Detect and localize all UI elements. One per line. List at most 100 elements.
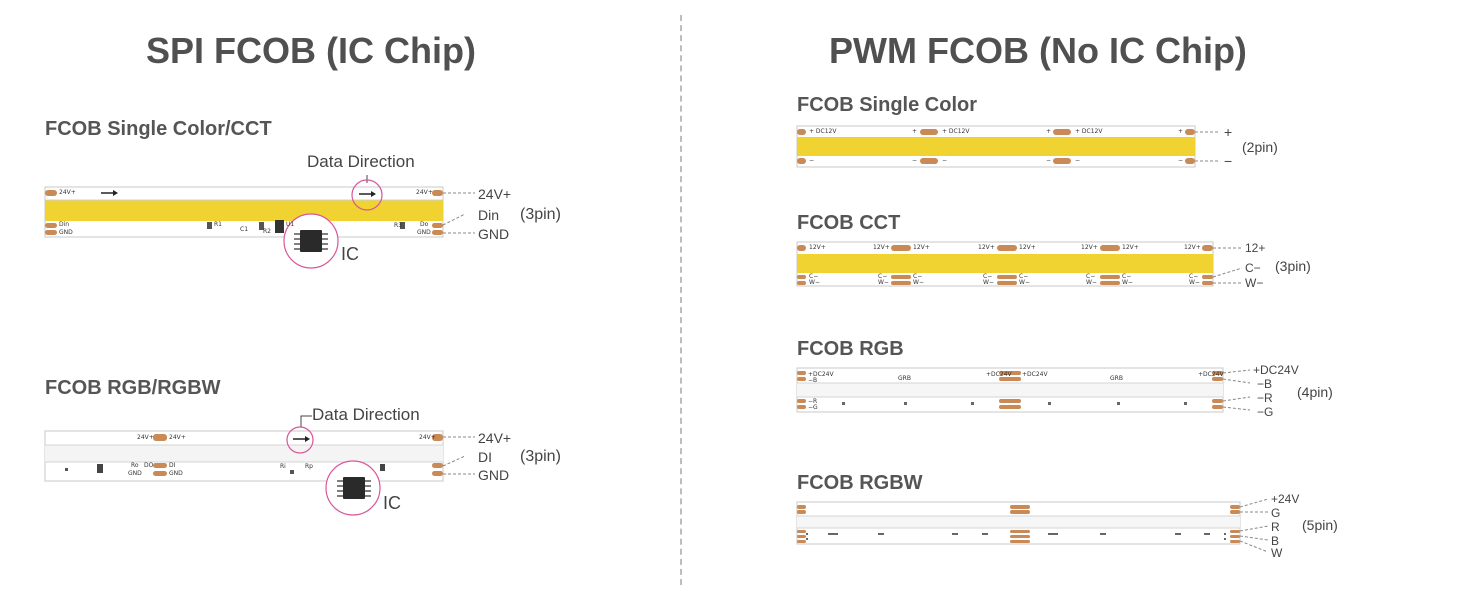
pcb-label: − <box>1075 157 1081 164</box>
pcb-label: 12V+ <box>1019 244 1036 251</box>
pcb-label: GND <box>59 229 73 236</box>
pcb-label: − <box>1046 157 1052 164</box>
pcb-label: GND <box>169 470 183 477</box>
spi-title: SPI FCOB (IC Chip) <box>146 30 476 71</box>
data-direction-circle <box>351 179 383 211</box>
wire-label: 12+ <box>1245 241 1266 255</box>
pwm-single-led-band <box>797 137 1195 156</box>
pad <box>432 190 443 196</box>
pcb-label: U1 <box>286 221 295 228</box>
pcb-label: −B <box>808 377 818 384</box>
pcb-label: Do <box>420 221 429 228</box>
pcb-label: W− <box>913 279 924 286</box>
pcb-label: W− <box>809 279 820 286</box>
pcb-label: +DC24V <box>1198 371 1224 378</box>
pcb-label: C− <box>1086 273 1096 280</box>
spi-single-ic-label: IC <box>341 244 359 264</box>
pwm-rgb-pin-count: (4pin) <box>1297 384 1333 400</box>
wire-label: − <box>1224 153 1233 169</box>
pcb-label: DI <box>169 462 176 469</box>
spi-rgb-data-direction-label: Data Direction <box>312 405 420 424</box>
pcb-label: C− <box>983 273 993 280</box>
pad <box>45 190 57 196</box>
pcb-label: R3 <box>394 222 402 229</box>
pcb-label: +DC24V <box>1022 371 1048 378</box>
pcb-label: 24V+ <box>169 434 186 441</box>
pcb-label: W− <box>1019 279 1030 286</box>
pcb-label: + DC12V <box>942 128 970 135</box>
wire-label: −G <box>1257 405 1274 419</box>
pcb-label: C− <box>913 273 923 280</box>
pcb-label: − <box>942 157 948 164</box>
pcb-label: +DC24V <box>986 371 1012 378</box>
pcb-label: + <box>1178 128 1184 135</box>
pwm-cct-led-band <box>797 254 1213 273</box>
wire-label: GND <box>478 226 510 242</box>
pad <box>432 230 443 235</box>
pad <box>45 223 57 228</box>
arrow-icon <box>305 436 310 442</box>
pcb-label: 12V+ <box>809 244 826 251</box>
pwm-cct-pin-count: (3pin) <box>1275 258 1311 274</box>
wire-label: GND <box>478 467 510 483</box>
pcb-label: C− <box>1019 273 1029 280</box>
wire-label: G <box>1271 506 1281 520</box>
pcb-label: C− <box>1122 273 1132 280</box>
spi-single-heading: FCOB Single Color/CCT <box>45 118 272 140</box>
pcb-label: 12V+ <box>978 244 995 251</box>
pcb-label: 12V+ <box>1184 244 1201 251</box>
pwm-cct-heading: FCOB CCT <box>797 212 901 234</box>
spi-rgb-pin-count: (3pin) <box>520 448 561 465</box>
pad <box>45 230 57 235</box>
pcb-label: + DC12V <box>809 128 837 135</box>
wire-label: W− <box>1245 276 1264 290</box>
pcb-label: − <box>1178 157 1184 164</box>
pcb-label: Din <box>59 221 70 228</box>
pcb-label: W− <box>1122 279 1133 286</box>
pcb-label: W− <box>983 279 994 286</box>
pwm-single-heading: FCOB Single Color <box>797 94 977 116</box>
pcb-label: W− <box>878 279 889 286</box>
pwm-rgbw-heading: FCOB RGBW <box>797 472 923 494</box>
wire-label: W <box>1271 546 1283 560</box>
pcb-label: GND <box>128 470 142 477</box>
pcb-label: GRB <box>1110 375 1123 382</box>
pcb-label: − <box>809 157 815 164</box>
ic-chip-icon <box>300 230 322 252</box>
pcb-label: 12V+ <box>1122 244 1139 251</box>
pcb-label: Ri <box>280 463 286 470</box>
pcb-label: C1 <box>240 226 249 233</box>
pcb-label: −G <box>808 404 818 411</box>
pcb-label: Ro <box>131 462 139 469</box>
pcb-label: 24V+ <box>419 434 436 441</box>
pcb-label: 12V+ <box>873 244 890 251</box>
pwm-rgb-heading: FCOB RGB <box>797 338 904 360</box>
arrow-icon <box>113 190 118 196</box>
pcb-label: C− <box>1189 273 1199 280</box>
wire-label: 24V+ <box>478 430 512 446</box>
pcb-label: 24V+ <box>416 189 433 196</box>
wire-label: −R <box>1257 391 1273 405</box>
wire-label: +DC24V <box>1253 363 1299 377</box>
wire-label: DI <box>478 449 492 465</box>
pad <box>432 223 443 228</box>
pcb-label: +DC24V <box>808 371 834 378</box>
arrow-icon <box>371 191 376 197</box>
pcb-label: W− <box>1086 279 1097 286</box>
pcb-label: C− <box>878 273 888 280</box>
spi-rgb-heading: FCOB RGB/RGBW <box>45 377 221 399</box>
pwm-single-pin-count: (2pin) <box>1242 139 1278 155</box>
spi-single-led-band <box>45 200 443 221</box>
pcb-label: R1 <box>214 221 222 228</box>
pcb-label: 24V+ <box>137 434 154 441</box>
pcb-label: −R <box>808 398 818 405</box>
wire-label: B <box>1271 534 1280 548</box>
pcb-label: GND <box>417 229 431 236</box>
pcb-label: 12V+ <box>1081 244 1098 251</box>
pcb-label: R2 <box>263 228 271 235</box>
